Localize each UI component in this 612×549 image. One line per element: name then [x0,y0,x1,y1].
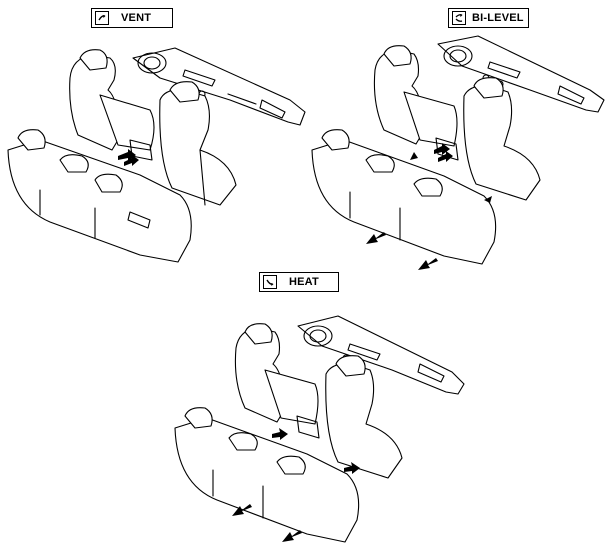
vent-mode-text: VENT [121,12,152,24]
bilevel-floor-airflow-arrow [418,258,438,270]
heat-mode-icon [263,275,277,289]
heat-mode-text: HEAT [289,276,319,288]
heat-rear-bench [174,407,360,543]
vent-airflow-arrow [118,149,136,161]
bilevel-scene [311,35,605,270]
heat-dashboard [297,315,465,395]
heat-scene [174,315,465,543]
vent-mode-label: VENT [91,8,173,28]
bilevel-upper-airflow-arrow [438,151,453,162]
bilevel-mode-text: BI-LEVEL [472,12,524,24]
bilevel-dashboard [437,35,605,113]
bilevel-rear-bench [311,129,497,265]
bilevel-upper-airflow-arrow [484,196,492,203]
vent-front-seats [69,49,237,206]
heat-floor-airflow-arrow [232,504,252,516]
heat-mode-label: HEAT [259,272,339,292]
heat-airflow-arrow [344,462,360,474]
vent-scene [7,47,306,263]
heat-airflow-arrow [272,428,288,440]
vent-mode-icon [95,11,109,25]
bilevel-upper-airflow-arrow [410,152,418,160]
bilevel-mode-icon [452,11,466,25]
heat-front-seats [234,323,403,479]
bilevel-mode-label: BI-LEVEL [448,8,529,28]
vent-dashboard [132,47,306,126]
bilevel-floor-airflow-arrow [366,232,386,244]
heat-floor-airflow-arrow [282,530,302,542]
vent-rear-bench [7,129,192,263]
bilevel-front-seats [373,45,541,201]
vent-airflow-arrow [124,155,139,166]
